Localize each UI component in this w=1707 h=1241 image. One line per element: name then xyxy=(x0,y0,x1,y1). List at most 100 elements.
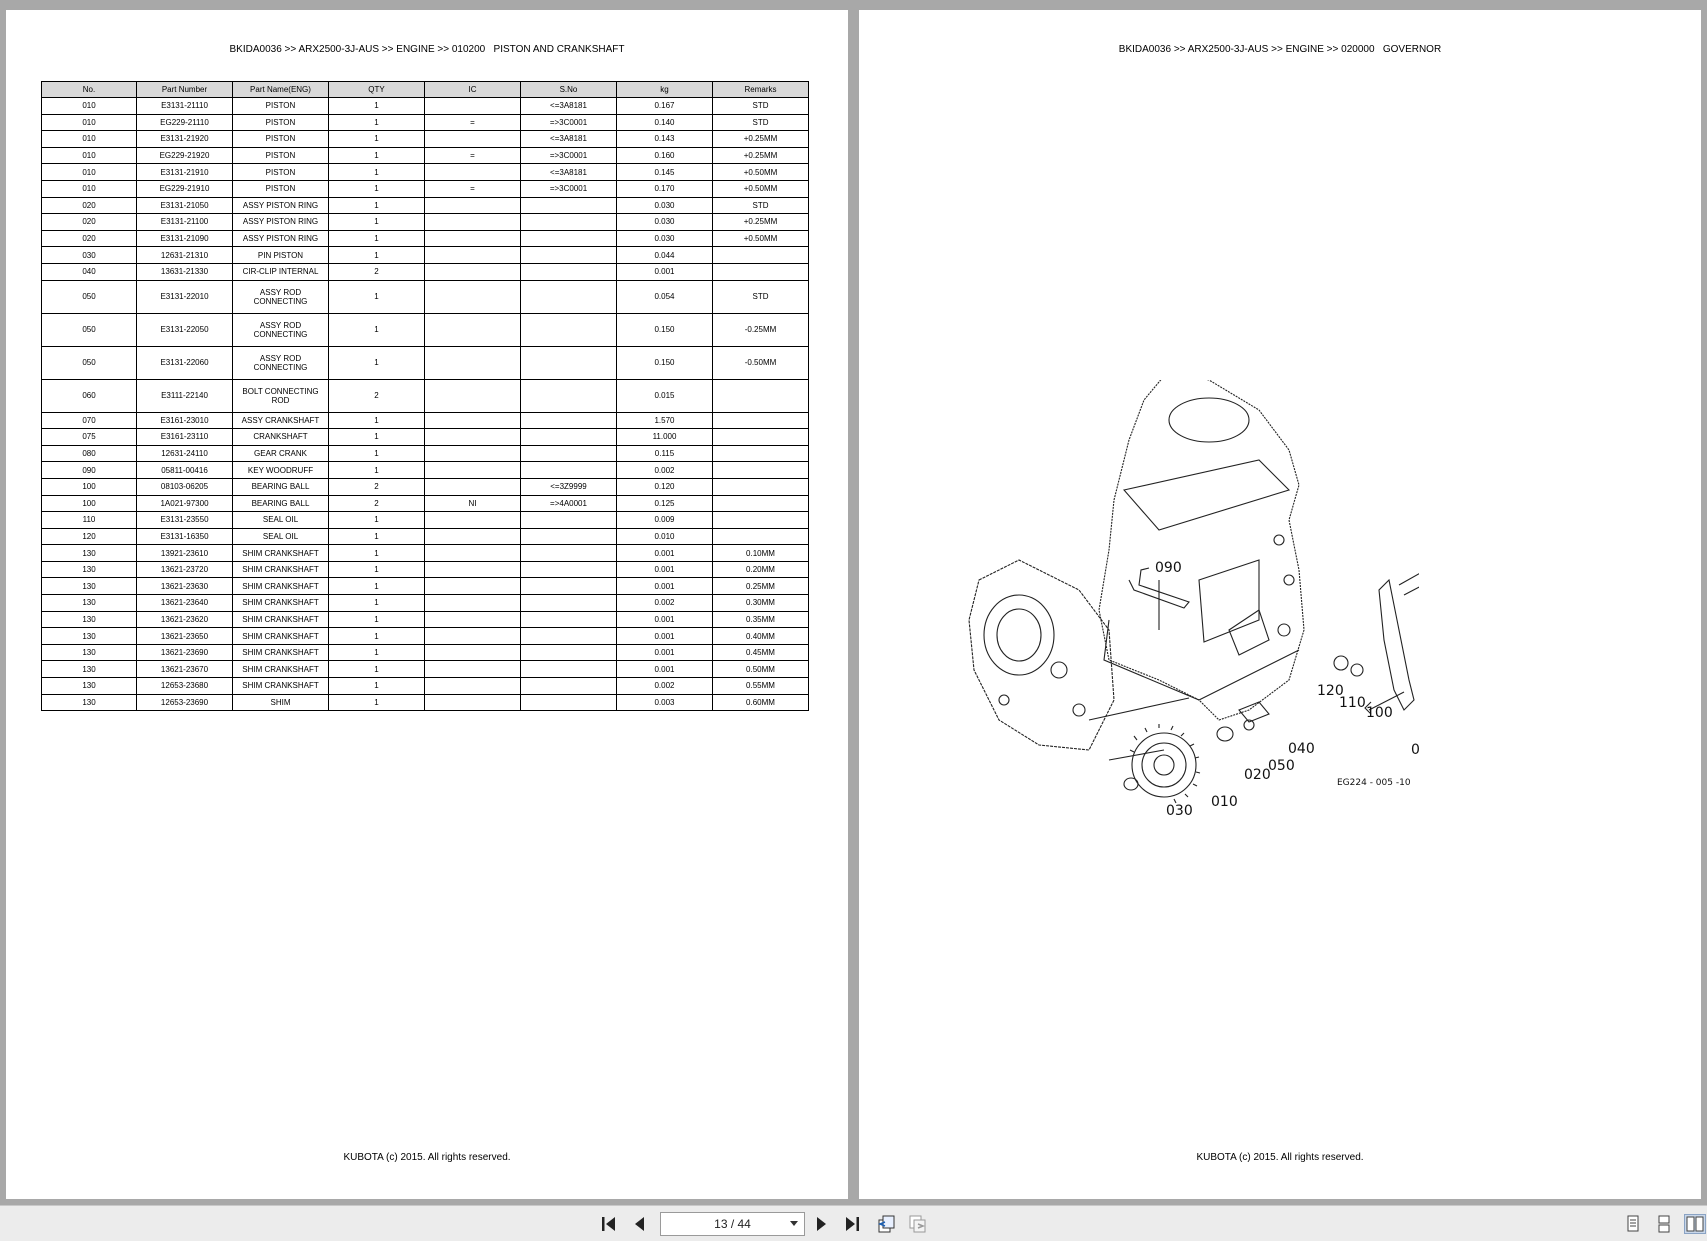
cell-qty: 1 xyxy=(328,660,425,679)
cell-remarks: -0.50MM xyxy=(712,345,809,380)
cell-part-number: E3131-21910 xyxy=(136,163,233,181)
navigation-toolbar: 13 / 44 xyxy=(0,1205,1707,1241)
cell-part-name: PISTON xyxy=(232,179,329,198)
cell-part-number: E3131-21090 xyxy=(136,229,233,248)
next-page-button[interactable] xyxy=(811,1214,833,1234)
cell-ic: = xyxy=(424,146,521,165)
cell-sno xyxy=(520,544,617,562)
cell-kg: 1.570 xyxy=(616,411,713,430)
cell-qty: 1 xyxy=(328,594,425,612)
cell-remarks xyxy=(712,411,809,430)
cell-part-name: PIN PISTON xyxy=(232,246,329,264)
cell-part-name: SHIM xyxy=(232,693,329,712)
cell-remarks xyxy=(712,511,809,529)
cell-qty: 1 xyxy=(328,179,425,198)
go-back-view-button[interactable] xyxy=(875,1214,897,1234)
cell-part-number: 12653-23690 xyxy=(136,693,233,712)
cell-no: 100 xyxy=(41,477,137,496)
cell-ic xyxy=(424,130,521,148)
cell-part-number: 12631-21310 xyxy=(136,246,233,264)
cell-remarks: 0.45MM xyxy=(712,643,809,662)
cell-part-name: SHIM CRANKSHAFT xyxy=(232,627,329,645)
cell-qty: 1 xyxy=(328,627,425,645)
cell-no: 060 xyxy=(41,378,137,413)
cell-ic xyxy=(424,660,521,679)
two-page-view-button[interactable] xyxy=(1684,1214,1706,1234)
last-page-button[interactable] xyxy=(841,1214,863,1234)
cell-sno xyxy=(520,461,617,479)
cell-qty: 1 xyxy=(328,527,425,546)
cell-sno xyxy=(520,279,617,314)
cell-ic xyxy=(424,229,521,248)
cell-remarks xyxy=(712,246,809,264)
cell-part-name: SHIM CRANKSHAFT xyxy=(232,544,329,562)
cell-no: 130 xyxy=(41,677,137,695)
cell-ic xyxy=(424,312,521,347)
cell-part-number: 12653-23680 xyxy=(136,677,233,695)
cell-part-number: 13621-23720 xyxy=(136,560,233,579)
cell-part-number: 05811-00416 xyxy=(136,461,233,479)
cell-kg: 11.000 xyxy=(616,428,713,446)
cell-kg: 0.160 xyxy=(616,146,713,165)
column-header: S.No xyxy=(520,81,617,98)
governor-exploded-diagram: 140 090 150 130 120 110 100 080 065 070 … xyxy=(959,369,1498,900)
cell-part-name: SHIM CRANKSHAFT xyxy=(232,560,329,579)
cell-ic xyxy=(424,246,521,264)
cell-no: 010 xyxy=(41,179,137,198)
go-forward-view-button[interactable] xyxy=(907,1214,929,1234)
cell-sno xyxy=(520,246,617,264)
cell-part-number: 13621-23620 xyxy=(136,610,233,629)
cell-part-name: SEAL OIL xyxy=(232,527,329,546)
cell-no: 100 xyxy=(41,494,137,513)
cell-kg: 0.015 xyxy=(616,378,713,413)
cell-kg: 0.125 xyxy=(616,494,713,513)
cell-part-number: E3131-23550 xyxy=(136,511,233,529)
cell-part-number: EG229-21910 xyxy=(136,179,233,198)
single-page-view-button[interactable] xyxy=(1622,1214,1644,1234)
cell-part-number: 13621-23640 xyxy=(136,594,233,612)
cell-qty: 1 xyxy=(328,213,425,231)
go-forward-view-icon xyxy=(909,1215,926,1233)
cell-kg: 0.150 xyxy=(616,345,713,380)
cell-part-number: 13921-23610 xyxy=(136,544,233,562)
cell-part-name: CRANKSHAFT xyxy=(232,428,329,446)
continuous-view-button[interactable] xyxy=(1653,1214,1675,1234)
cell-sno xyxy=(520,527,617,546)
chevron-down-icon[interactable] xyxy=(790,1221,798,1226)
cell-ic xyxy=(424,511,521,529)
cell-kg: 0.115 xyxy=(616,444,713,463)
page-number-field[interactable]: 13 / 44 xyxy=(660,1212,805,1236)
cell-part-name: SHIM CRANKSHAFT xyxy=(232,577,329,596)
cell-sno xyxy=(520,196,617,215)
cell-qty: 1 xyxy=(328,97,425,115)
cell-kg: 0.002 xyxy=(616,461,713,479)
cell-kg: 0.001 xyxy=(616,643,713,662)
first-page-icon xyxy=(602,1217,615,1231)
cell-remarks: STD xyxy=(712,113,809,132)
cell-qty: 1 xyxy=(328,677,425,695)
cell-remarks: 0.40MM xyxy=(712,627,809,645)
cell-remarks: +0.25MM xyxy=(712,130,809,148)
cell-ic xyxy=(424,544,521,562)
cell-part-name: SHIM CRANKSHAFT xyxy=(232,660,329,679)
cell-remarks xyxy=(712,477,809,496)
cell-kg: 0.001 xyxy=(616,544,713,562)
previous-page-button[interactable] xyxy=(628,1214,650,1234)
cell-no: 130 xyxy=(41,627,137,645)
cell-kg: 0.001 xyxy=(616,262,713,281)
cell-no: 130 xyxy=(41,643,137,662)
two-page-view-icon xyxy=(1686,1216,1704,1232)
first-page-button[interactable] xyxy=(598,1214,620,1234)
cell-no: 120 xyxy=(41,527,137,546)
previous-page-icon xyxy=(635,1217,644,1231)
cell-remarks: 0.30MM xyxy=(712,594,809,612)
cell-remarks xyxy=(712,262,809,281)
cell-remarks: +0.50MM xyxy=(712,229,809,248)
cell-sno: <=3A8181 xyxy=(520,97,617,115)
cell-kg: 0.003 xyxy=(616,693,713,712)
